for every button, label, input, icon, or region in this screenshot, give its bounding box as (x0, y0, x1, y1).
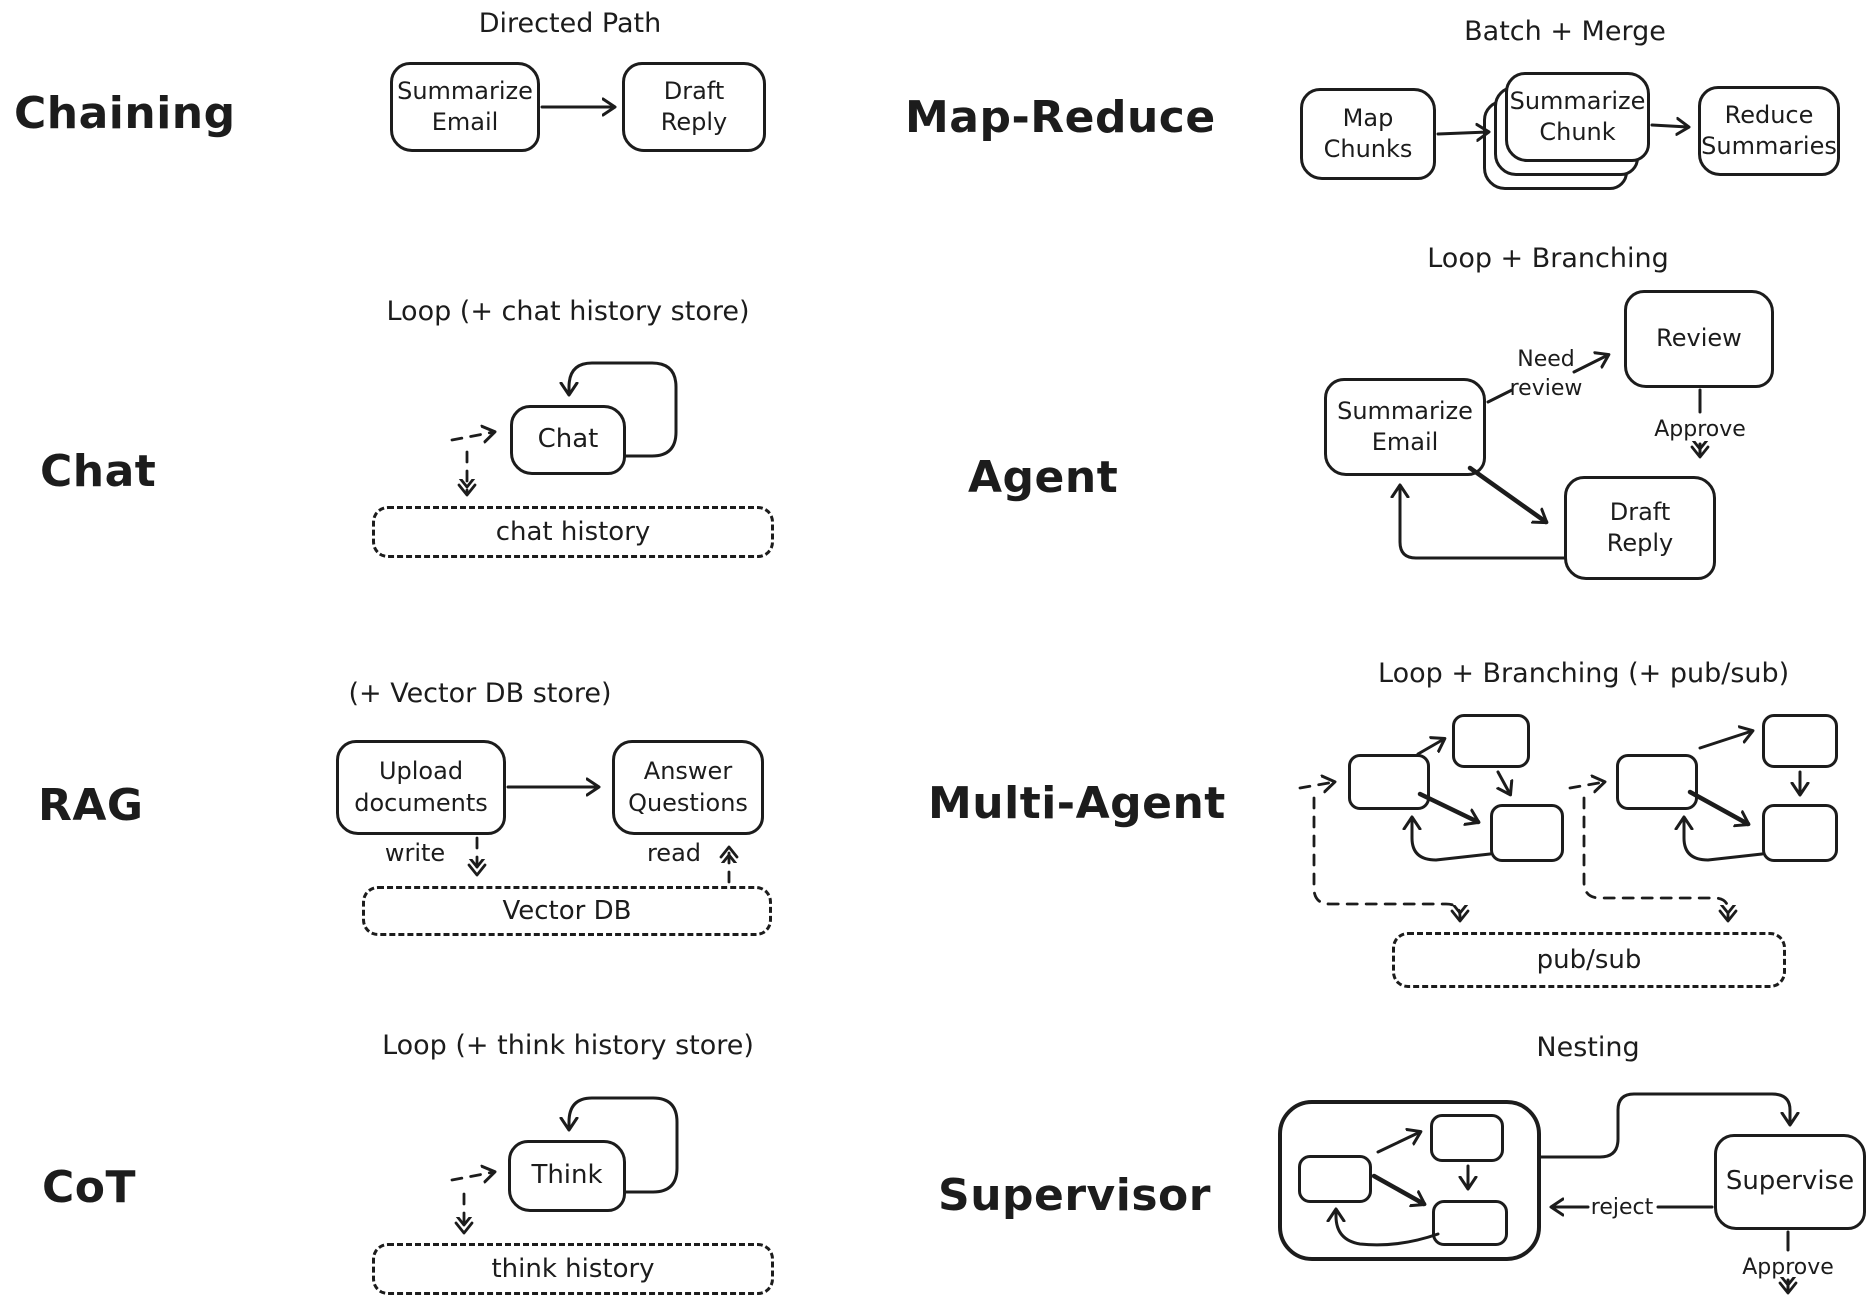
agent-edge-need: Need (1517, 347, 1575, 372)
multi-agent-1-node-a (1348, 754, 1430, 810)
chaining-node-draft-reply: Draft Reply (622, 62, 766, 152)
agent-loop-back-arrow (1400, 486, 1566, 560)
multi-agent-1-pubsub-arrow (1312, 796, 1460, 920)
multi-agent-2-node-a (1616, 754, 1698, 810)
multi-agent-pubsub-store: pub/sub (1392, 932, 1786, 988)
map-reduce-title: Batch + Merge (1464, 16, 1666, 47)
agent-draft-arrow (1467, 465, 1546, 525)
agent-node-summarize-email: Summarize Email (1324, 378, 1486, 476)
cot-title: Loop (+ think history store) (382, 1030, 754, 1061)
rag-vector-db-store: Vector DB (362, 886, 772, 936)
rag-edge-read: read (646, 839, 702, 867)
chat-history-store: chat history (372, 506, 774, 558)
map-reduce-arrow-2 (1650, 125, 1688, 127)
rag-title: (+ Vector DB store) (348, 678, 612, 709)
chaining-title: Directed Path (478, 8, 662, 39)
multi-agent-title: Loop + Branching (+ pub/sub) (1378, 658, 1790, 689)
agent-label: Agent (968, 452, 1119, 503)
multi-agent-2-node-c (1762, 804, 1838, 862)
multi-agent-2-input-arrow (1568, 782, 1604, 788)
agent-node-draft-reply: Draft Reply (1564, 476, 1716, 580)
supervisor-title: Nesting (1536, 1032, 1640, 1063)
chat-label: Chat (40, 446, 157, 497)
chat-title: Loop (+ chat history store) (386, 296, 750, 327)
multi-agent-2-pubsub-arrow (1582, 796, 1728, 920)
rag-node-answer-questions: Answer Questions (612, 740, 764, 835)
map-reduce-node-reduce-summaries: Reduce Summaries (1698, 86, 1840, 176)
rag-node-upload-documents: Upload documents (336, 740, 506, 835)
supervisor-edge-approve: Approve (1742, 1255, 1834, 1280)
multi-agent-1-arrow-a-b (1416, 739, 1444, 756)
map-reduce-node-map-chunks: Map Chunks (1300, 88, 1436, 180)
agent-title: Loop + Branching (1427, 243, 1669, 274)
cot-node-think: Think (508, 1140, 626, 1212)
multi-agent-1-input-arrow (1298, 782, 1334, 788)
chat-store-read-arrow (450, 432, 494, 440)
supervisor-subgraph-node-b (1430, 1114, 1504, 1162)
agent-need-review-labels: Need review (1504, 346, 1588, 403)
supervisor-label: Supervisor (938, 1170, 1211, 1221)
cot-think-history-store: think history (372, 1243, 774, 1295)
multi-agent-1-loop-back (1412, 818, 1492, 862)
supervisor-node-supervise: Supervise (1714, 1134, 1866, 1230)
multi-agent-label: Multi-Agent (928, 778, 1226, 829)
rag-edge-write: write (384, 839, 446, 867)
multi-agent-1-arrow-b-c (1498, 770, 1510, 794)
supervisor-edge-reject: reject (1590, 1195, 1654, 1220)
multi-agent-2-node-b (1762, 714, 1838, 768)
agent-edge-approve: Approve (1654, 417, 1746, 442)
cot-store-read-arrow (450, 1172, 494, 1180)
multi-agent-1-node-c (1490, 804, 1564, 862)
chaining-node-summarize-email: Summarize Email (390, 62, 540, 152)
multi-agent-2-arrow-a-c (1687, 789, 1748, 824)
multi-agent-2-arrow-a-b (1698, 731, 1752, 750)
supervisor-subgraph-node-c (1432, 1200, 1508, 1246)
map-reduce-label: Map-Reduce (905, 92, 1216, 143)
supervisor-subgraph-node-a (1298, 1155, 1372, 1203)
chaining-label: Chaining (14, 88, 236, 139)
multi-agent-1-node-b (1452, 714, 1530, 768)
map-reduce-node-summarize-chunk: Summarize Chunk (1505, 72, 1650, 162)
agent-edge-review: review (1509, 375, 1583, 401)
multi-agent-2-loop-back (1684, 818, 1764, 862)
rag-label: RAG (38, 780, 144, 831)
cot-label: CoT (42, 1162, 137, 1213)
agent-node-review: Review (1624, 290, 1774, 388)
map-reduce-arrow-1 (1436, 132, 1488, 134)
chat-node-chat: Chat (510, 405, 626, 475)
